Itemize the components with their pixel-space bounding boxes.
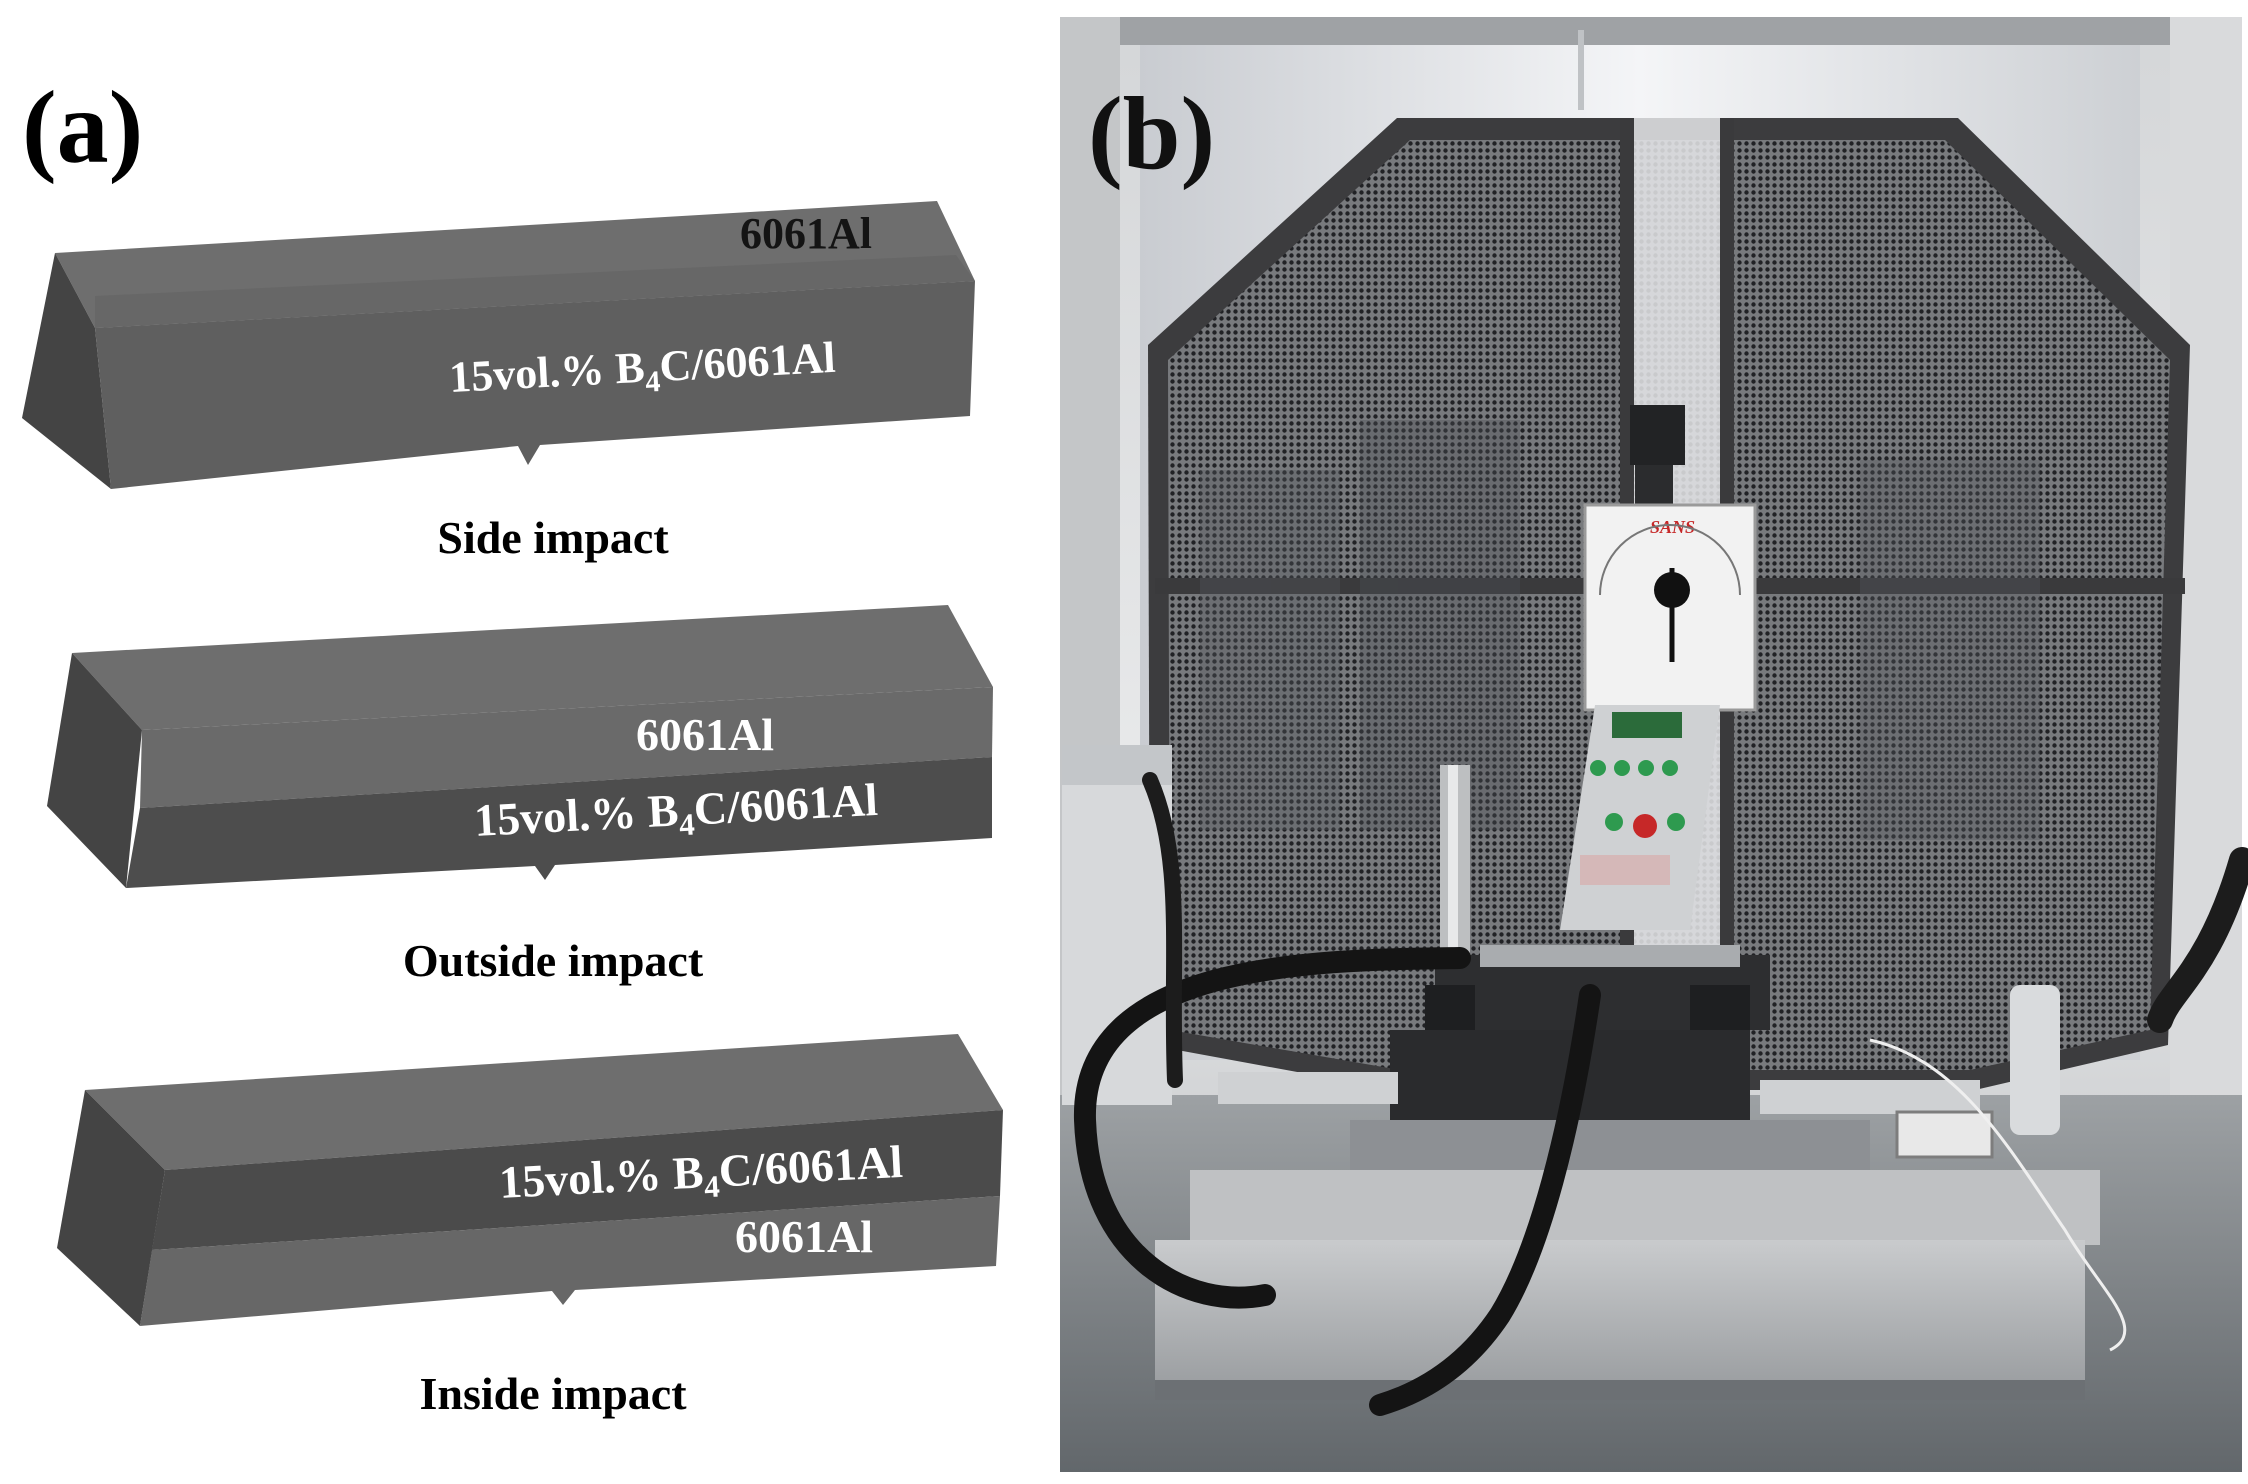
foundation-top <box>1190 1170 2100 1245</box>
hydraulic-hose-main <box>1073 947 1471 1309</box>
specimen-top-face <box>85 1034 1003 1170</box>
panel-b-label: (b) <box>1088 76 1215 191</box>
guide-post-highlight <box>1448 765 1458 995</box>
anvil-top <box>1480 945 1740 967</box>
specimen-front-face <box>95 281 975 489</box>
composite-layer-front <box>126 757 992 888</box>
specimen-end-face <box>22 253 111 489</box>
ceiling-strip <box>1060 17 2242 45</box>
pendulum-hammer-top <box>1630 405 1685 465</box>
dial-gauge: SANS <box>1583 503 1757 712</box>
signal-cable <box>1869 1038 2127 1352</box>
caption-inside-impact: Inside impact <box>419 1368 687 1419</box>
distant-buildings <box>1200 420 2040 840</box>
panel-b-photo: SANS <box>1060 17 2248 1472</box>
specimen-top-face <box>72 605 993 730</box>
rail-left <box>1218 1072 1398 1104</box>
label-6061al: 6061Al <box>735 1211 873 1262</box>
label-composite: 15vol.% B4C/6061Al <box>498 1136 904 1215</box>
brand-logo: SANS <box>1650 517 1695 537</box>
specimen-inside-impact: 15vol.% B4C/6061Al 6061Al <box>57 1034 1003 1326</box>
panel-a-label: (a) <box>22 70 143 185</box>
aluminum-layer-front <box>140 687 993 808</box>
instrument-box <box>1895 1110 1994 1159</box>
hydraulic-hose-right <box>2147 847 2248 1033</box>
blind-cord <box>1578 30 1584 110</box>
specimen-side-impact: 6061Al 15vol.% B4C/6061Al <box>22 201 975 489</box>
specimen-outside-impact: 6061Al 15vol.% B4C/6061Al <box>47 605 993 888</box>
specimen-end-face <box>57 1090 165 1326</box>
rail-right <box>1760 1080 1980 1114</box>
anvil-block-right <box>1690 985 1750 1030</box>
caption-side-impact: Side impact <box>437 512 669 563</box>
aluminum-layer-strip <box>95 255 975 328</box>
control-console <box>1560 705 1720 930</box>
machine-base-lower <box>1350 1120 1870 1175</box>
gas-tank <box>2010 985 2060 1135</box>
anvil-block-left <box>1425 985 1475 1030</box>
label-6061al: 6061Al <box>636 709 774 760</box>
label-6061al: 6061Al <box>740 209 872 258</box>
hydraulic-hose-left <box>1142 772 1183 1088</box>
foundation-shadow <box>1155 1380 2085 1400</box>
specimen-end-face <box>47 653 142 888</box>
aluminum-layer-front <box>140 1196 1000 1326</box>
panel-a: (a) 6061Al 15vol.% B4C/6061Al Side impac… <box>22 70 1003 1419</box>
label-composite: 15vol.% B4C/6061Al <box>448 333 837 409</box>
hydraulic-hose-center <box>1369 984 1601 1416</box>
foundation-body <box>1155 1240 2085 1390</box>
composite-layer-front <box>152 1110 1003 1250</box>
caption-outside-impact: Outside impact <box>403 935 704 986</box>
label-composite: 15vol.% B4C/6061Al <box>473 774 879 853</box>
